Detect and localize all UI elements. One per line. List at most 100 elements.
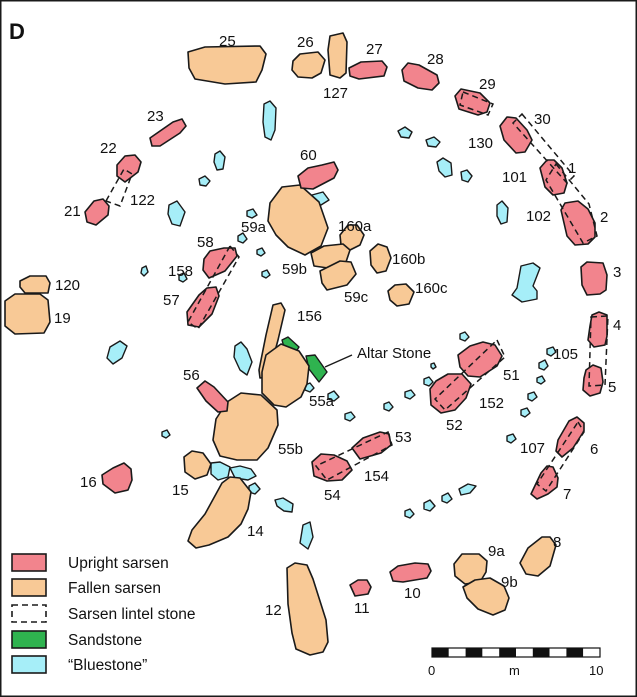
legend-label-upright: Upright sarsen	[68, 555, 169, 572]
bluestone	[262, 100, 277, 141]
label-60: 60	[300, 147, 317, 164]
stone-127	[327, 32, 348, 79]
stone-3	[580, 261, 608, 296]
stone-152	[433, 338, 506, 412]
label-8: 8	[553, 534, 561, 551]
stone-59c	[319, 260, 357, 291]
stone-58	[202, 247, 238, 279]
label-160c: 160c	[415, 280, 448, 297]
stone-55a	[261, 343, 310, 408]
bluestone	[520, 407, 531, 418]
label-55b: 55b	[278, 441, 303, 458]
legend-swatch-sandstone	[11, 630, 47, 649]
label-59c: 59c	[344, 289, 369, 306]
bluestone	[210, 461, 231, 481]
stone-59a	[267, 184, 329, 256]
legend-label-lintel: Sarsen lintel stone	[68, 606, 196, 623]
stone-23	[149, 118, 187, 147]
legend-label-sandstone: Sandstone	[68, 632, 142, 649]
bluestone	[430, 362, 437, 370]
stone-6	[555, 416, 585, 458]
bluestone	[237, 232, 248, 244]
bluestone	[460, 169, 473, 183]
label-57: 57	[163, 292, 180, 309]
label-105: 105	[553, 346, 578, 363]
bluestone	[161, 429, 171, 439]
label-156: 156	[297, 308, 322, 325]
stone-number-labels: 25 26 127 27 28 29 30 130 1 101 102 2 3 …	[54, 33, 621, 619]
label-12: 12	[265, 602, 282, 619]
stone-102	[545, 162, 598, 244]
bluestones	[106, 100, 557, 550]
scale-bar-segment	[465, 648, 483, 657]
label-160b: 160b	[392, 251, 425, 268]
bluestone	[546, 346, 557, 357]
stone-1	[539, 159, 568, 196]
label-7: 7	[563, 486, 571, 503]
label-56: 56	[183, 367, 200, 384]
bluestone	[261, 269, 271, 279]
stone-160b	[369, 243, 392, 274]
stone-130	[459, 90, 495, 116]
label-130: 130	[468, 135, 493, 152]
scale-bar-segment	[448, 648, 466, 657]
bluestone	[511, 262, 541, 303]
bluestone	[299, 521, 314, 550]
bluestone	[397, 126, 413, 139]
bluestone	[538, 359, 549, 371]
label-127: 127	[323, 85, 348, 102]
stone-2	[560, 200, 596, 246]
scale-bar-segment	[432, 648, 449, 657]
bluestone	[459, 331, 470, 342]
legend-label-bluestone: “Bluestone”	[68, 657, 147, 674]
label-101: 101	[502, 169, 527, 186]
altar-stone-leader-line	[324, 354, 353, 368]
scale-bar-segment	[532, 648, 550, 657]
legend-swatch-bluestone	[11, 655, 47, 674]
stone-15	[183, 450, 212, 480]
legend-swatch-upright	[11, 553, 47, 572]
stone-160c	[387, 283, 415, 307]
label-55a: 55a	[309, 393, 335, 410]
stone-25	[187, 45, 267, 85]
bluestone	[425, 136, 441, 148]
label-53: 53	[395, 429, 412, 446]
stone-120	[19, 275, 51, 294]
scale-bar-segment	[516, 648, 533, 657]
label-10: 10	[404, 585, 421, 602]
stone-56	[196, 380, 229, 413]
bluestone	[246, 208, 258, 219]
label-58: 58	[197, 234, 214, 251]
label-102: 102	[526, 208, 551, 225]
label-15: 15	[172, 482, 189, 499]
legend-item-sandstone: Sandstone	[11, 630, 142, 649]
label-30: 30	[534, 111, 551, 128]
bluestone	[423, 376, 434, 387]
legend-swatch-fallen	[11, 578, 47, 597]
label-23: 23	[147, 108, 164, 125]
label-14: 14	[247, 523, 264, 540]
bluestone	[167, 200, 186, 227]
scale-bar-segment	[566, 648, 584, 657]
label-5: 5	[608, 379, 616, 396]
bluestone	[274, 497, 294, 513]
label-27: 27	[366, 41, 383, 58]
bluestone	[436, 157, 453, 178]
label-21: 21	[64, 203, 81, 220]
label-54: 54	[324, 487, 341, 504]
label-9b: 9b	[501, 574, 518, 591]
legend-label-fallen: Fallen sarsen	[68, 580, 161, 597]
stone-30	[499, 116, 533, 154]
stone-19	[4, 293, 51, 335]
stone-8	[519, 536, 557, 577]
stone-5	[582, 364, 604, 397]
label-3: 3	[613, 264, 621, 281]
bluestone	[423, 499, 436, 512]
label-16: 16	[80, 474, 97, 491]
legend-item-fallen: Fallen sarsen	[11, 578, 161, 597]
label-59a: 59a	[241, 219, 267, 236]
stone-57	[186, 286, 220, 328]
bluestone	[536, 375, 546, 385]
stone-60	[297, 161, 339, 190]
scale-bar-segment	[482, 648, 500, 657]
